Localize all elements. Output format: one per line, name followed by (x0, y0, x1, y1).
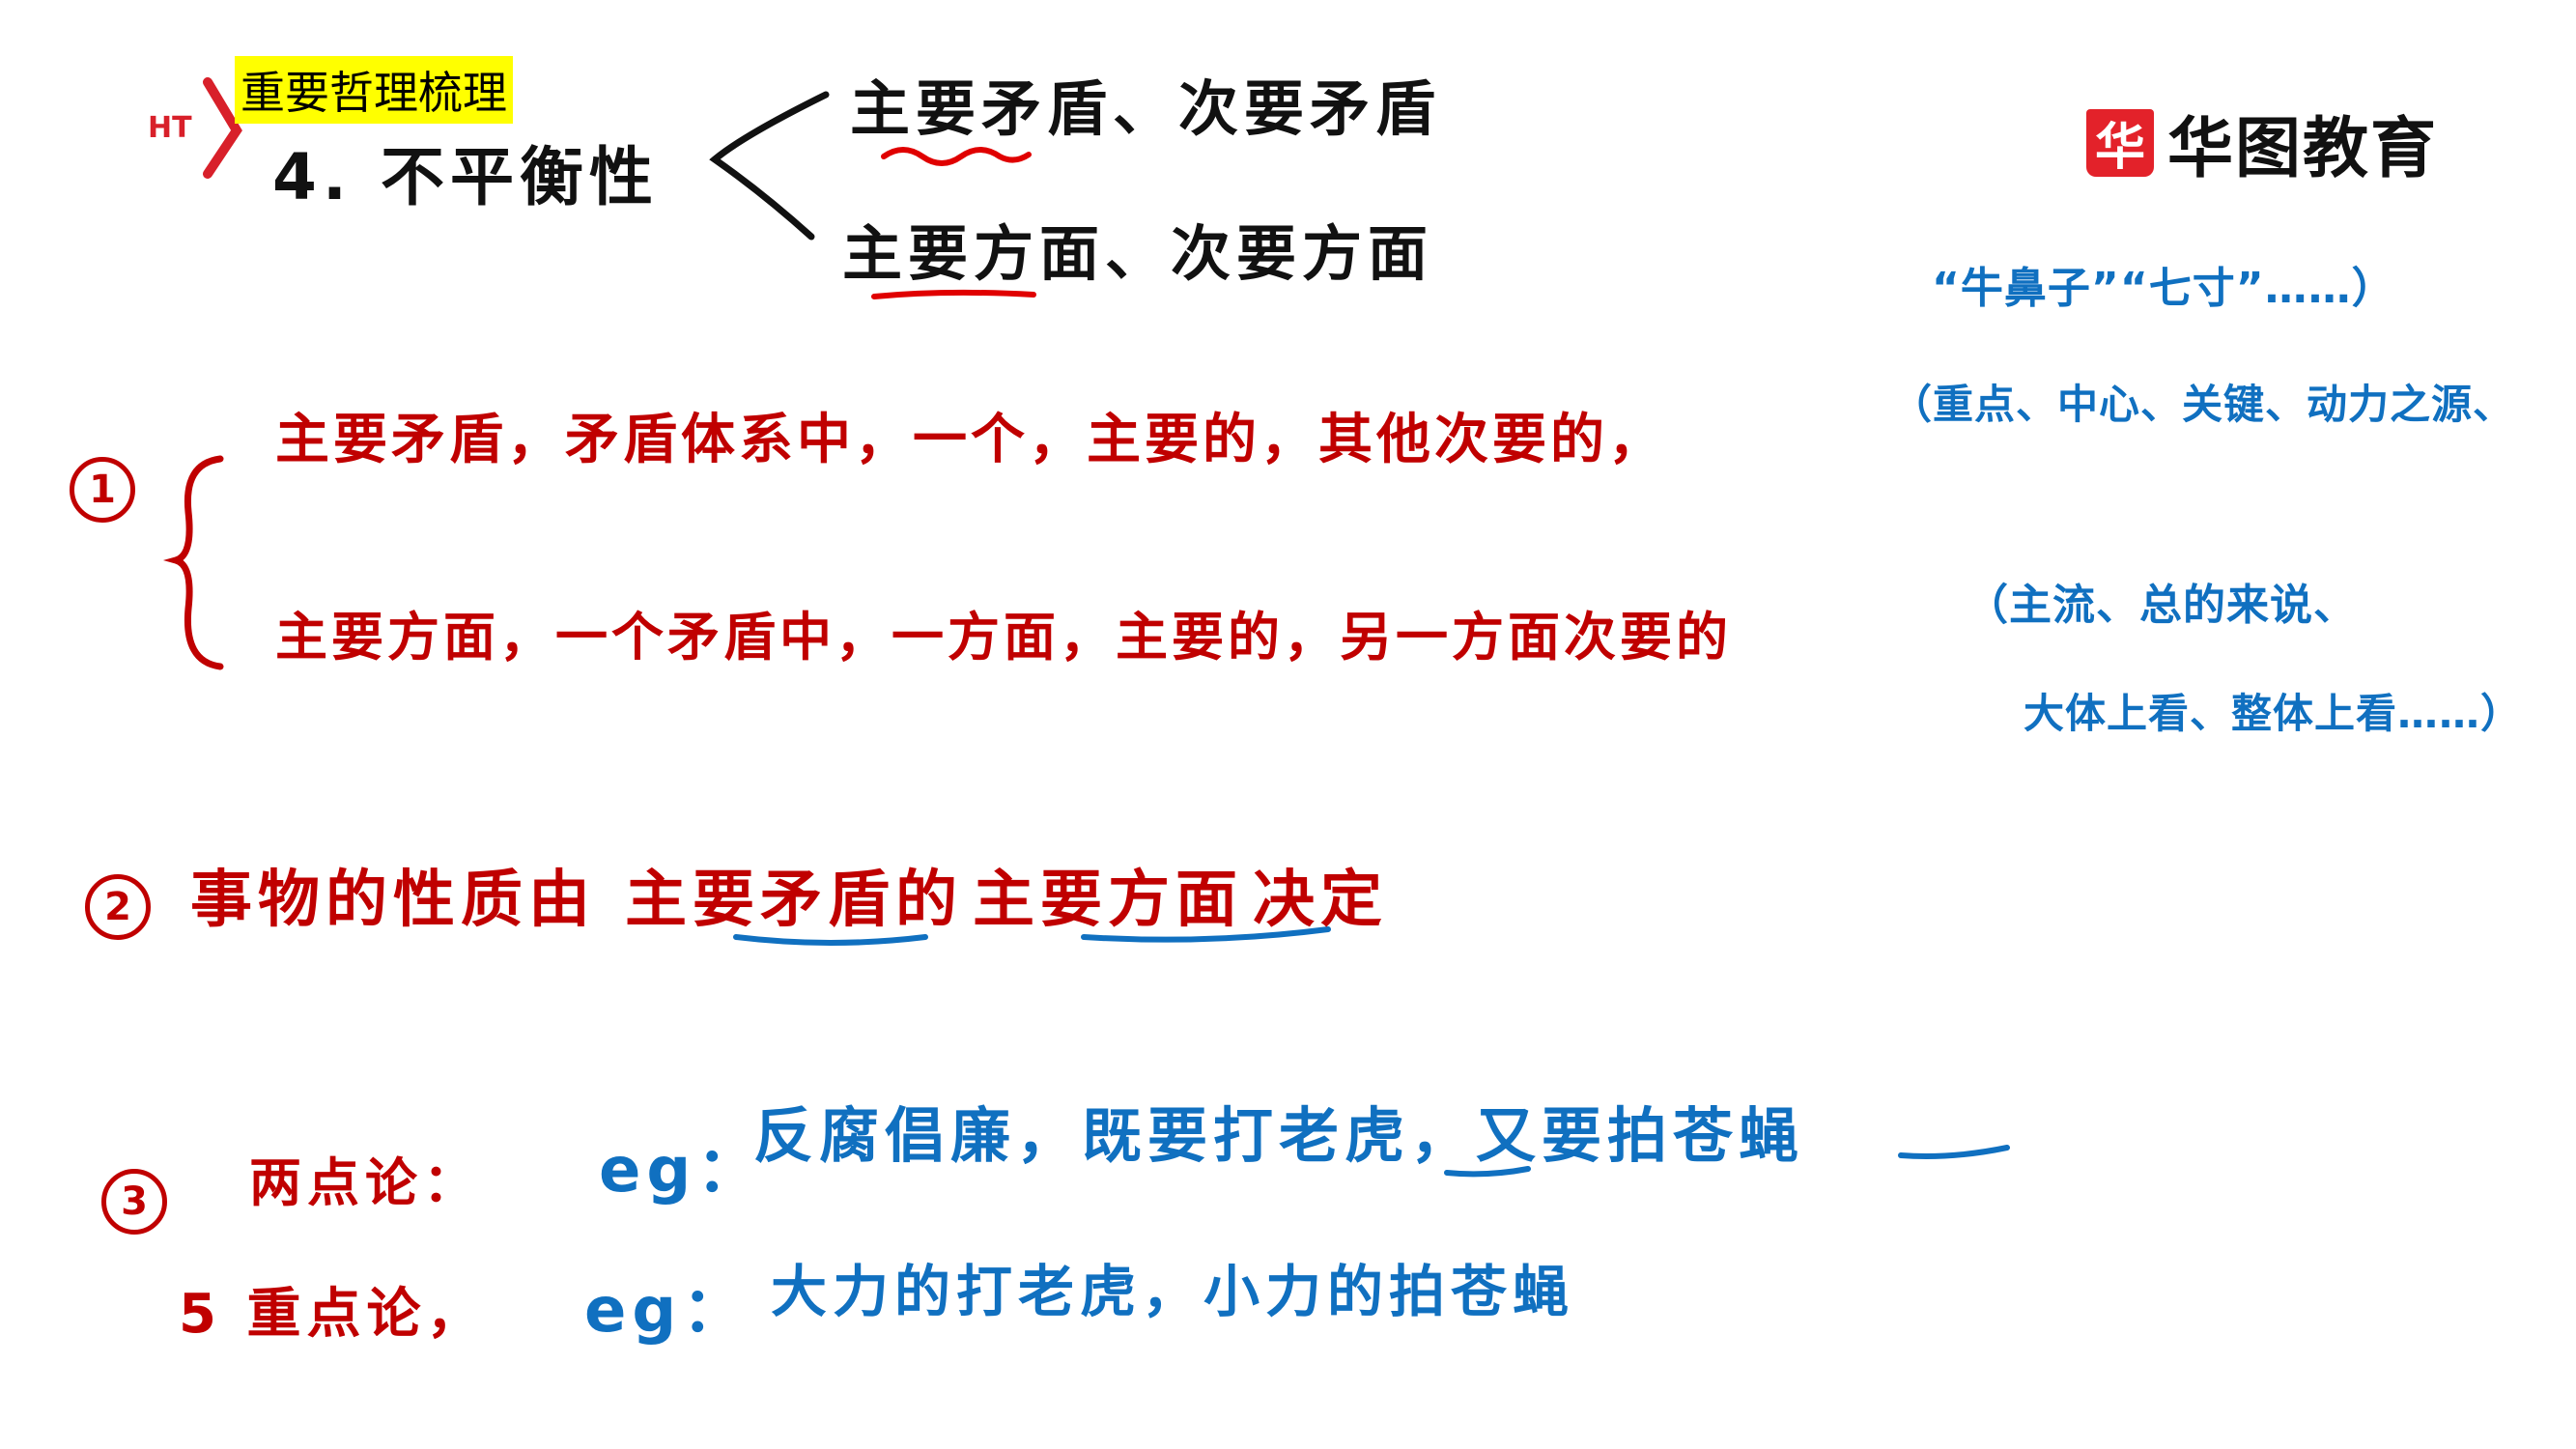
eg-label-2: eg： (584, 1275, 750, 1347)
logo-text: 华图教育 (2167, 111, 2439, 187)
wavy-underline (881, 147, 1032, 166)
branch-aspects: 主要方面、次要方面 (842, 218, 1434, 289)
point-2-text-a: 事物的性质由 (190, 865, 596, 936)
point-2-text-d: 决定 (1253, 865, 1388, 936)
point-2-statement: 事物的性质由 主要矛盾的 主要方面 决定 (190, 850, 1388, 939)
two-point-label: 两点论： (249, 1152, 481, 1213)
eg-label-1: eg： (599, 1135, 765, 1207)
topic-title: 4. 不平衡性 (272, 140, 659, 214)
point-1-line-1-note: （重点、中心、关键、动力之源、 (1891, 381, 2515, 428)
marker-1: 1 (70, 457, 135, 523)
point-1-line-2-note: （主流、总的来说、 (1966, 581, 2357, 630)
point-1-line-2-note-cont: 大体上看、整体上看……） (2024, 690, 2523, 737)
key-point-label: 5 重点论， (179, 1283, 487, 1346)
point-1-line-1: 主要矛盾，矛盾体系中，一个，主要的，其他次要的， (275, 409, 1666, 471)
branch-contradictions: 主要矛盾、次要矛盾 (850, 73, 1442, 144)
branch-bracket (709, 91, 830, 241)
ht-chevron-icon (203, 77, 242, 179)
point-1-line-2: 主要方面，一个矛盾中，一方面，主要的，另一方面次要的 (275, 607, 1732, 668)
underline (871, 289, 1036, 299)
brand-logo: 华 华图教育 (2086, 95, 2438, 190)
underline (1444, 1166, 1531, 1178)
marker-2: 2 (85, 874, 151, 940)
section-tag: 重要哲理梳理 (235, 56, 513, 124)
example-2: 大力的打老虎，小力的拍苍蝇 (771, 1259, 1575, 1324)
logo-mark-icon: 华 (2086, 108, 2154, 177)
point-2-text-b: 主要矛盾的 (625, 865, 963, 936)
example-1: 反腐倡廉，既要打老虎，又要拍苍蝇 (753, 1100, 1805, 1171)
underline (1898, 1145, 2010, 1159)
ht-badge: HT (148, 111, 192, 145)
marker-3: 3 (101, 1169, 167, 1235)
note-blue-top: “牛鼻子”“七寸”……） (1932, 264, 2395, 313)
point-2-text-c: 主要方面 (973, 865, 1243, 936)
underline (733, 934, 928, 946)
underline (1081, 926, 1331, 943)
curly-brace (162, 455, 224, 670)
